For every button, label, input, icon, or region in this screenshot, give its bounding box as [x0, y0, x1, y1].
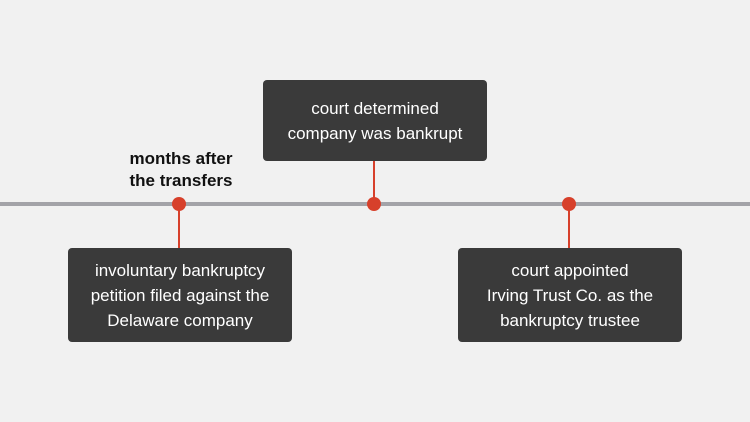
event-text-line: involuntary bankruptcy [94, 260, 266, 280]
event-connector [568, 210, 570, 248]
event-text-line: court determined [311, 98, 439, 118]
event-connector [178, 210, 180, 248]
event-box: involuntary bankruptcy petition filed ag… [68, 248, 292, 342]
event-text-line: Irving Trust Co. as the [486, 285, 654, 305]
event-marker [172, 197, 186, 211]
timeline-note: months after the transfers [110, 148, 252, 192]
event-text-line: petition filed against the [90, 285, 270, 305]
event-text-line: Delaware company [107, 310, 253, 330]
event-text-line: company was bankrupt [287, 123, 463, 143]
event-box: court determined company was bankrupt [263, 80, 487, 161]
timeline-note-line: months after [129, 149, 233, 168]
event-box: court appointed Irving Trust Co. as the … [458, 248, 682, 342]
timeline-note-line: the transfers [129, 171, 233, 190]
event-text-line: court appointed [511, 260, 629, 280]
event-connector [373, 161, 375, 201]
event-text-line: bankruptcy trustee [500, 310, 640, 330]
event-marker [367, 197, 381, 211]
event-marker [562, 197, 576, 211]
